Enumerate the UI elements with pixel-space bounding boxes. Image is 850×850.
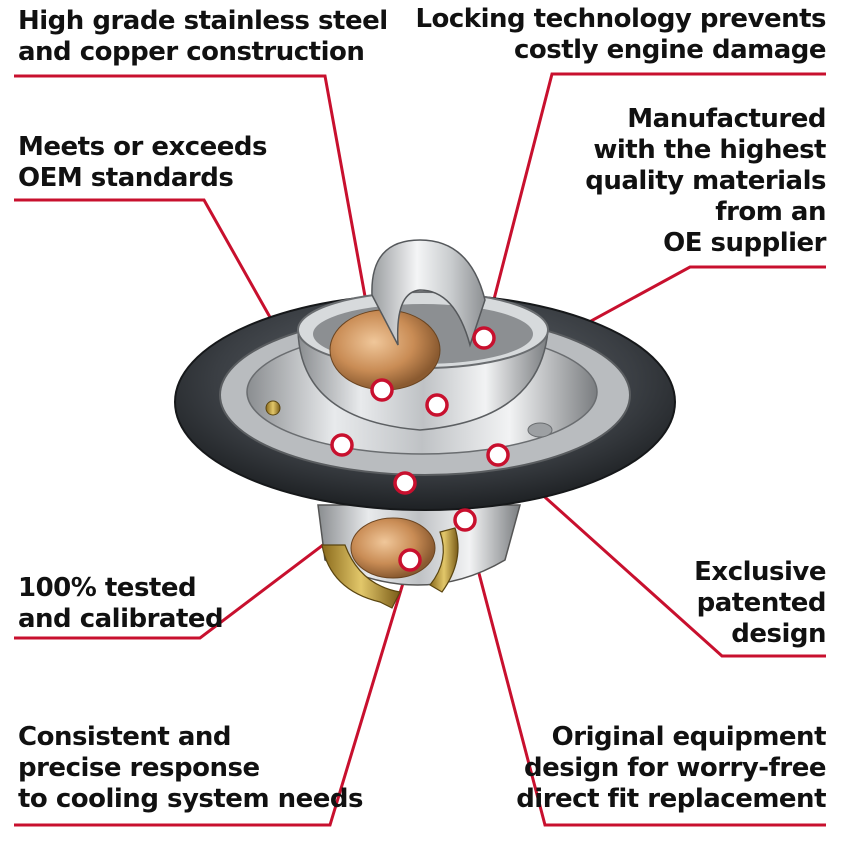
dot-tested-calibrated — [393, 471, 417, 495]
thermostat-illustration — [174, 239, 676, 609]
top-bridge — [371, 239, 486, 348]
dot-stainless-copper — [370, 378, 394, 402]
upper-copper-valve — [329, 309, 441, 391]
callout-dots — [330, 326, 510, 572]
lower-copper-pellet — [350, 517, 436, 579]
dot-patented-design — [486, 443, 510, 467]
brass-cage — [321, 544, 401, 609]
dot-locking-tech — [472, 326, 496, 350]
dot-oe-supplier — [425, 393, 449, 417]
callout-direct-fit: Original equipment design for worry-free… — [516, 722, 826, 814]
callout-patented-design: Exclusive patented design — [694, 557, 826, 649]
leader-lines — [14, 72, 826, 827]
callout-precise-response: Consistent and precise response to cooli… — [18, 722, 363, 814]
callout-stainless-copper: High grade stainless steel and copper co… — [18, 6, 388, 67]
stamp-mark — [527, 422, 553, 438]
callout-oe-supplier: Manufactured with the highest quality ma… — [585, 104, 826, 258]
callout-tested-calibrated: 100% tested and calibrated — [18, 573, 224, 634]
dot-precise-response — [398, 548, 422, 572]
leader-patented-design — [496, 453, 826, 658]
dot-oem-standards — [330, 433, 354, 457]
leader-locking-tech — [482, 72, 826, 339]
leader-direct-fit — [463, 519, 826, 827]
leader-precise-response — [14, 559, 412, 827]
leader-stainless-copper — [14, 74, 384, 391]
jiggle-pin — [265, 400, 281, 416]
dot-direct-fit — [453, 508, 477, 532]
callout-locking-tech: Locking technology prevents costly engin… — [415, 4, 826, 65]
brass-cage-right — [429, 527, 459, 593]
callout-oem-standards: Meets or exceeds OEM standards — [18, 132, 268, 193]
